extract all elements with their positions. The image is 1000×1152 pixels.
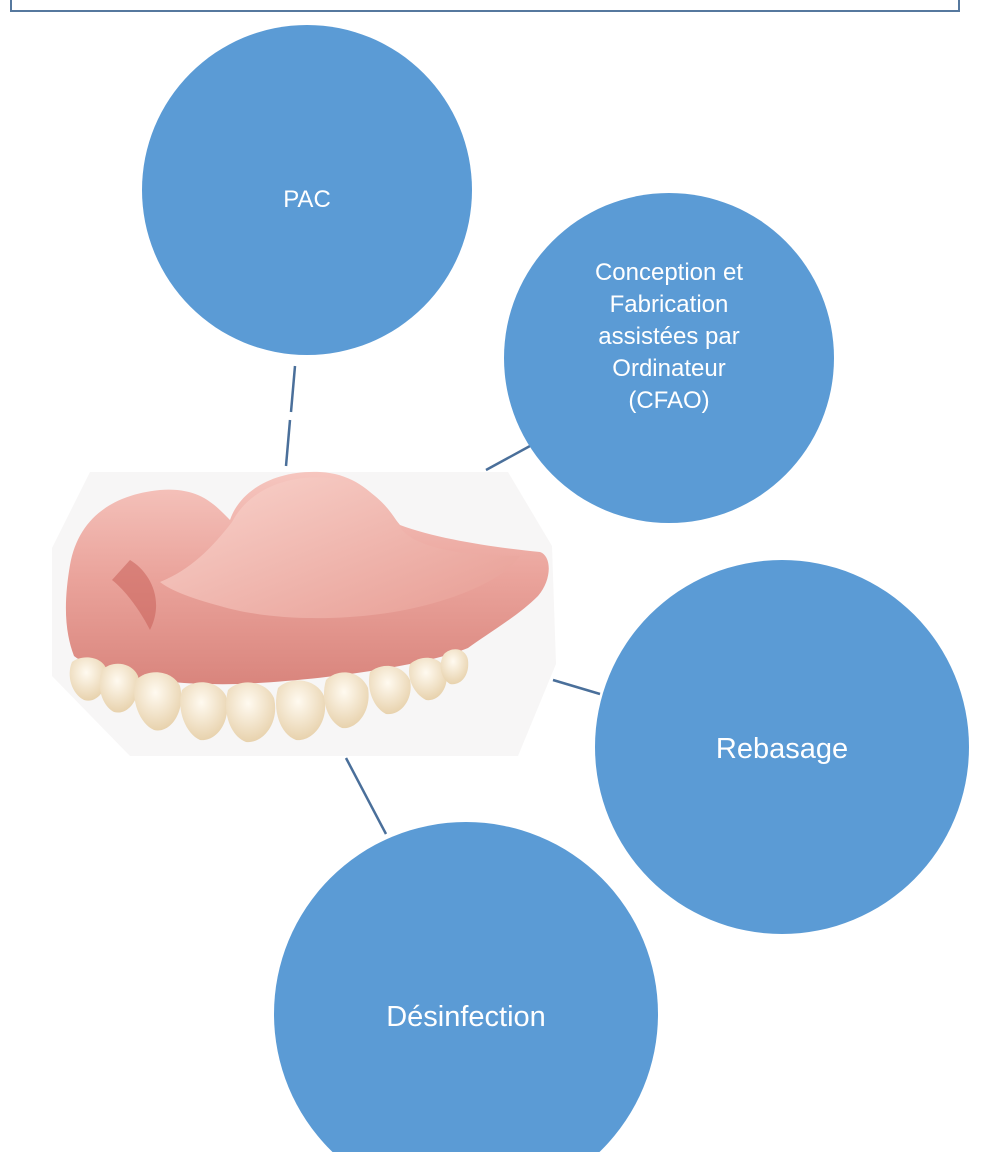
node-label-line: assistées par bbox=[598, 323, 739, 350]
node-rebasage: Rebasage bbox=[595, 560, 969, 934]
node-label-line: PAC bbox=[283, 186, 331, 213]
node-label: Rebasage bbox=[716, 733, 848, 765]
connector-desinfection bbox=[346, 758, 386, 834]
denture-image bbox=[52, 472, 556, 756]
node-label: Désinfection bbox=[386, 1001, 546, 1033]
connector-cfao bbox=[486, 446, 530, 470]
node-label: PAC bbox=[283, 186, 331, 213]
node-desinfection: Désinfection bbox=[274, 822, 658, 1152]
node-label-line: Fabrication bbox=[610, 291, 729, 318]
connector-rebasage bbox=[553, 680, 600, 694]
node-label-line: Conception et bbox=[595, 259, 743, 286]
node-label-line: (CFAO) bbox=[628, 387, 709, 414]
node-label-line: Ordinateur bbox=[612, 355, 725, 382]
node-label-line: Rebasage bbox=[716, 733, 848, 765]
node-pac: PAC bbox=[142, 25, 472, 355]
connector-pac-lower bbox=[286, 420, 290, 466]
node-circle bbox=[274, 822, 658, 1152]
node-label-line: Désinfection bbox=[386, 1001, 546, 1033]
connector-pac bbox=[291, 366, 295, 412]
